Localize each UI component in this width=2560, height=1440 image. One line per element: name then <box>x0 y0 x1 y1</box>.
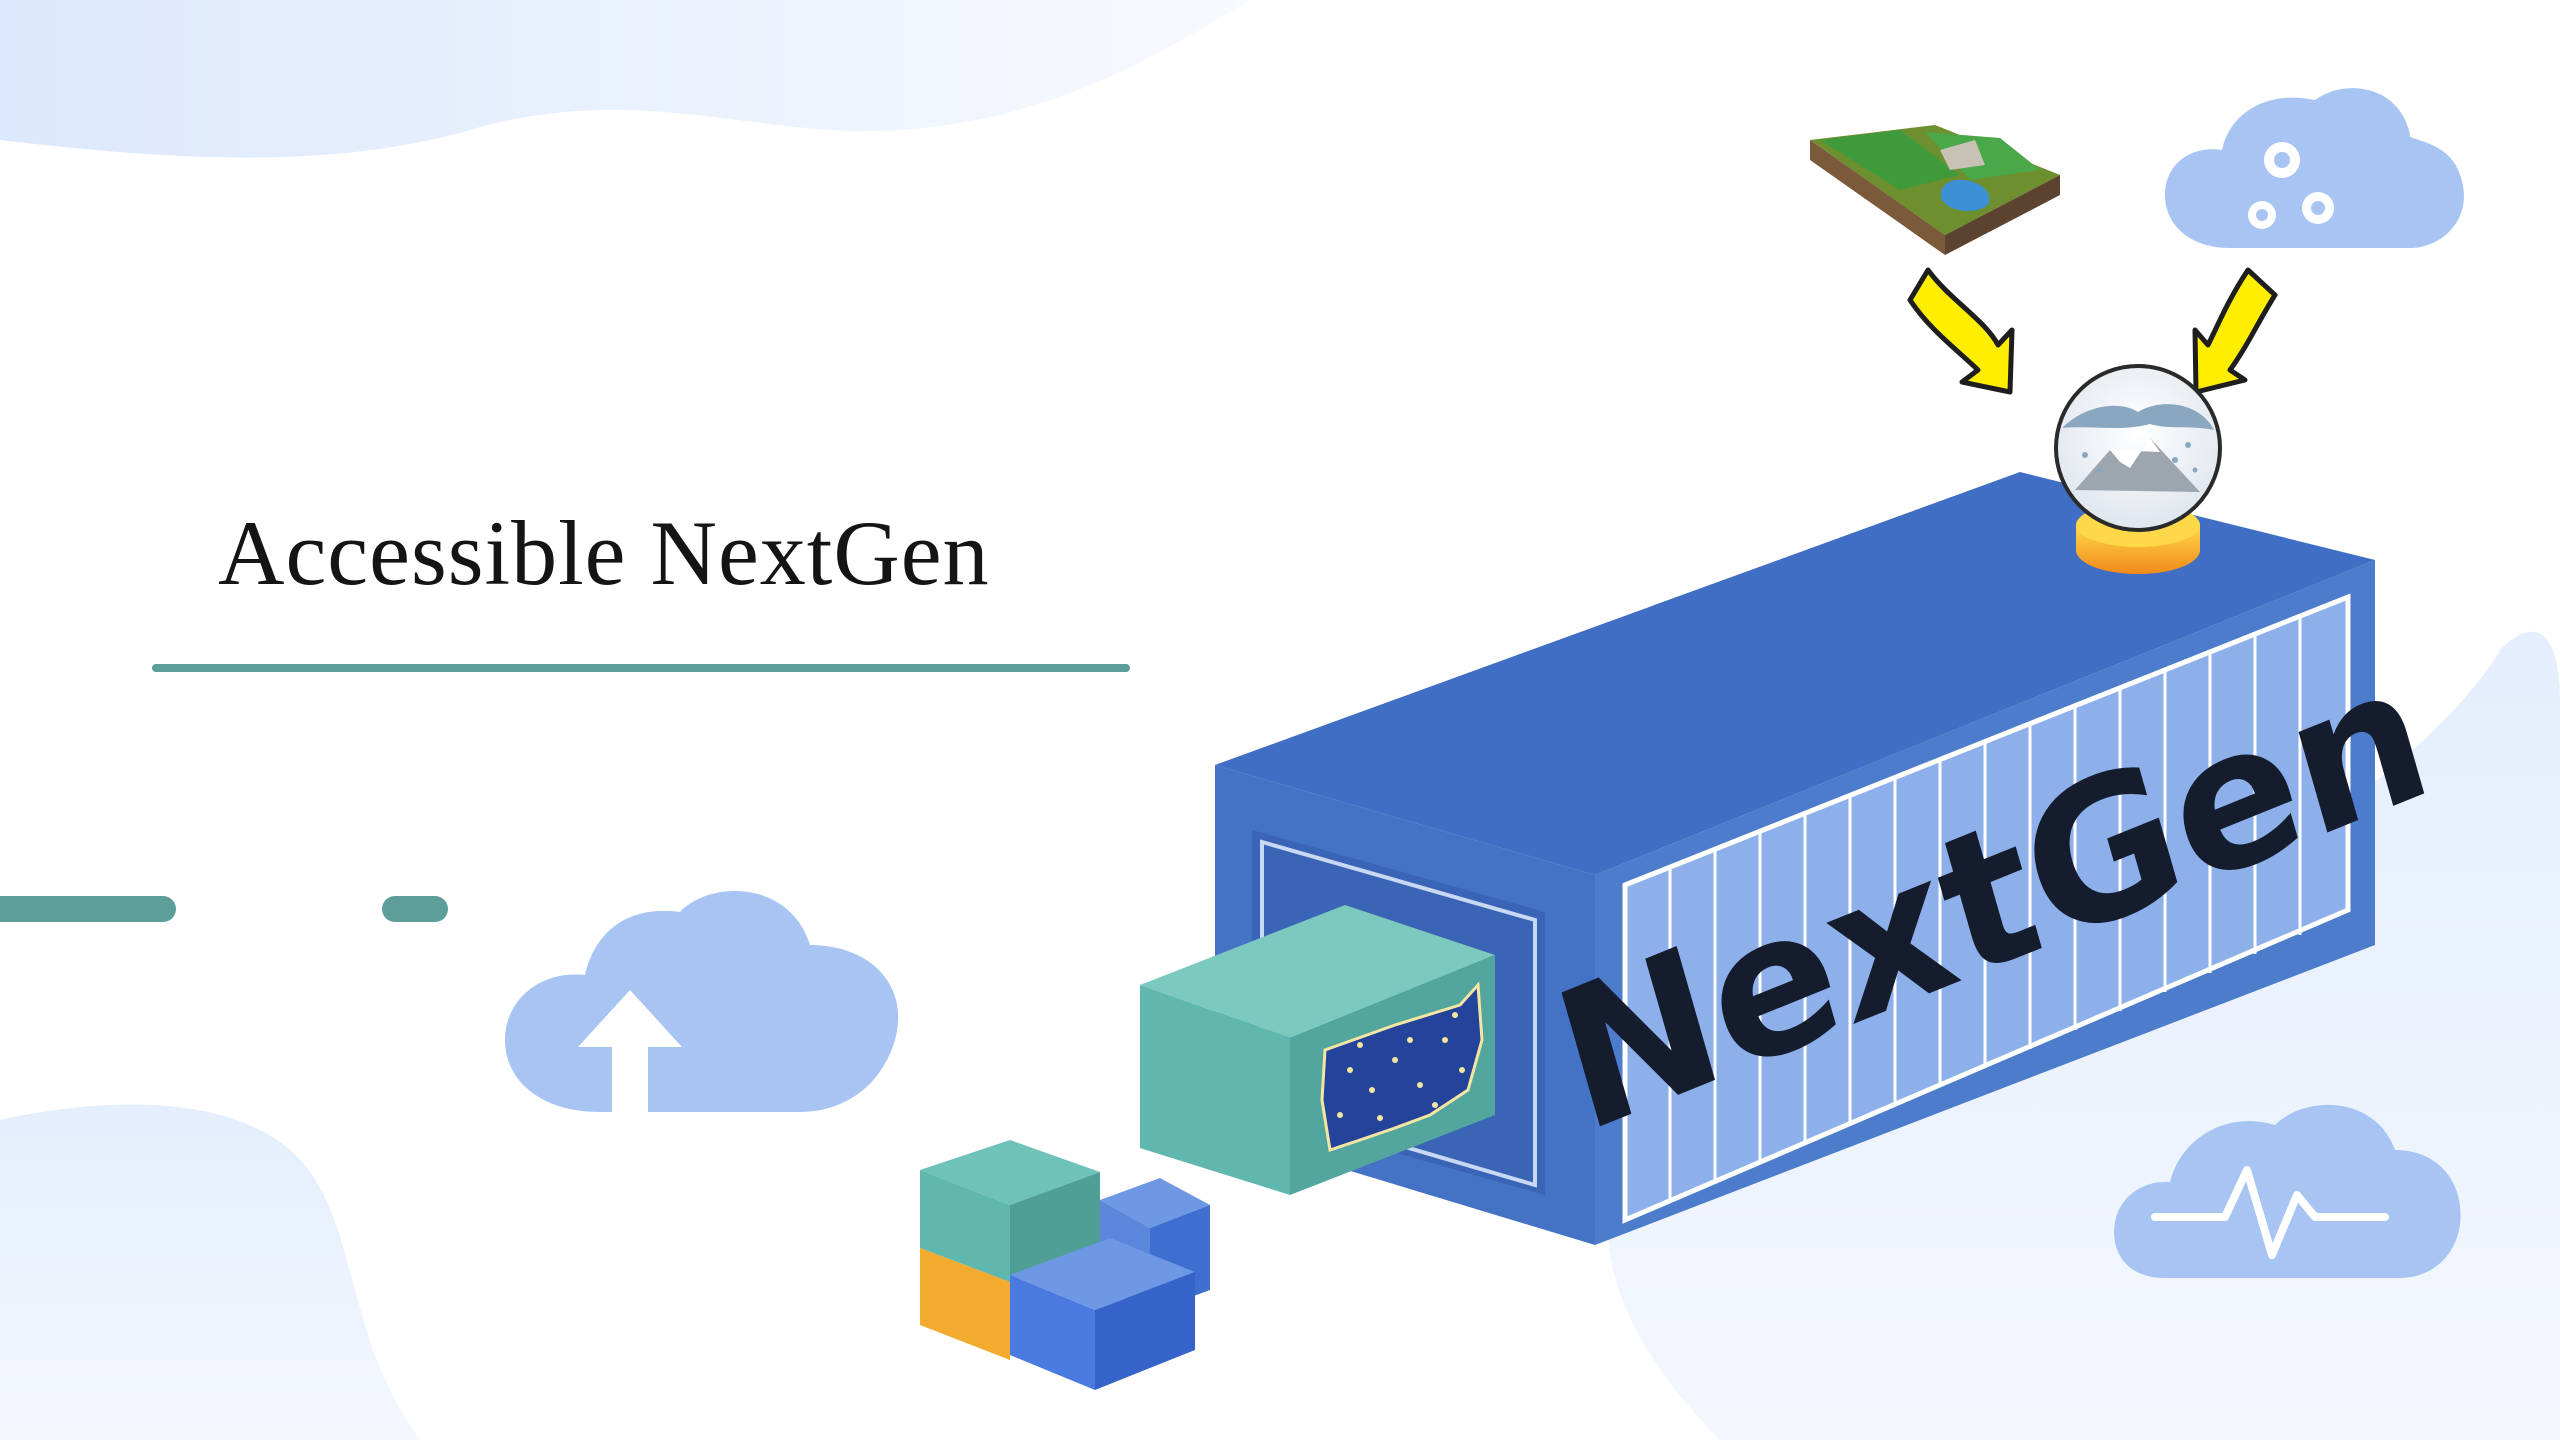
gear-icon <box>2248 142 2334 229</box>
landscape-terrain-icon <box>1810 125 2060 255</box>
cloud-settings-icon <box>2165 88 2464 248</box>
background-blob-top-left <box>0 0 1250 158</box>
yellow-arrow-icon <box>1907 267 2015 395</box>
cloud-upload-icon <box>505 891 899 1112</box>
yellow-arrow-icon <box>2192 267 2278 395</box>
cloud-heartbeat-icon <box>2114 1104 2461 1278</box>
background-blob-bottom-left <box>0 1104 420 1440</box>
stacked-cubes-icon <box>920 1140 1210 1390</box>
title-underline <box>152 664 1130 672</box>
decorative-dash <box>382 896 448 922</box>
container-ribs <box>1668 615 2302 1201</box>
data-cube-icon <box>1140 905 1495 1195</box>
decorative-dash <box>0 896 176 922</box>
weather-mountain-globe-icon <box>2054 364 2222 574</box>
usa-map-icon <box>1320 981 1484 1152</box>
page-title: Accessible NextGen <box>218 502 990 604</box>
